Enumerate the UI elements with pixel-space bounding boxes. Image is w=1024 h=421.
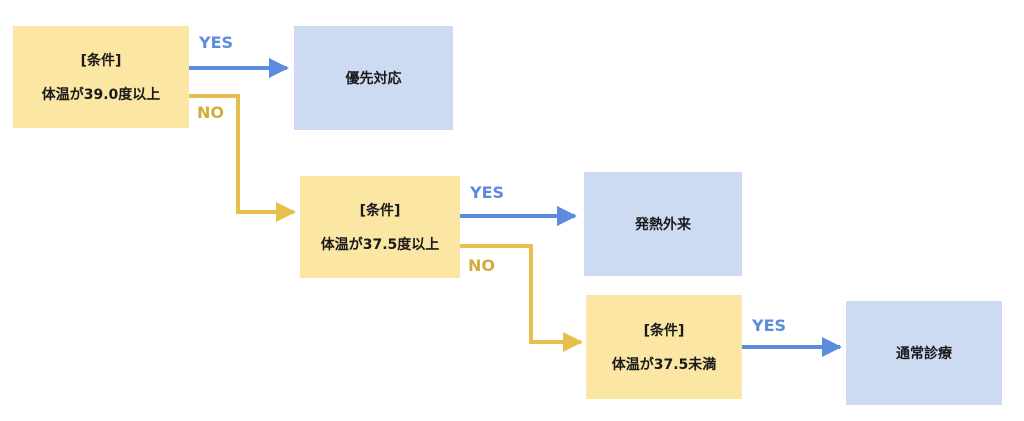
condition-tag: [条件] [80,53,122,69]
no-label-1: NO [197,103,224,122]
condition-box-3: [条件] 体温が37.5未満 [586,295,742,399]
result-text: 優先対応 [345,71,402,87]
no-label-2: NO [468,256,495,275]
result-box-3: 通常診療 [846,301,1002,405]
condition-text: 体温が39.0度以上 [41,87,161,103]
result-text: 発熱外来 [635,217,691,233]
result-text: 通常診療 [896,346,952,362]
condition-tag: [条件] [359,203,401,219]
result-box-1: 優先対応 [294,26,453,130]
yes-label-1: YES [199,33,234,52]
condition-text: 体温が37.5度以上 [320,237,440,253]
condition-box-1: [条件] 体温が39.0度以上 [13,26,189,128]
condition-tag: [条件] [643,323,685,339]
condition-text: 体温が37.5未満 [611,357,717,373]
no-arrow-2 [460,244,583,352]
yes-label-3: YES [752,316,787,335]
condition-box-2: [条件] 体温が37.5度以上 [300,176,460,278]
no-arrow-1 [189,94,296,222]
yes-label-2: YES [470,183,505,202]
result-box-2: 発熱外来 [584,172,742,276]
